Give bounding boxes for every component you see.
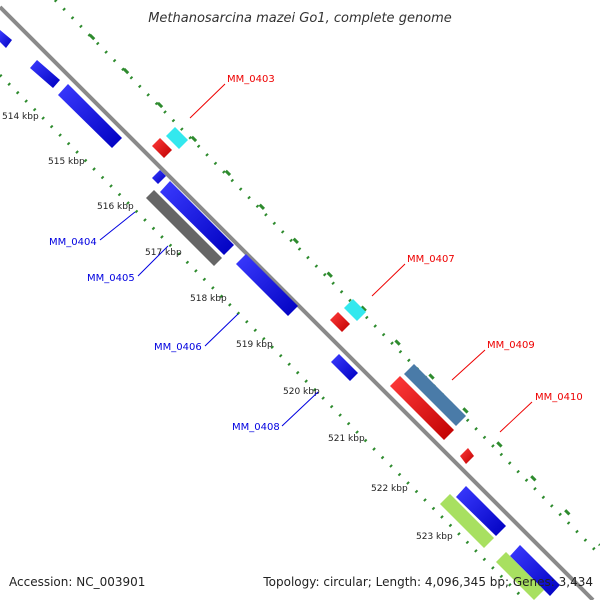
outer-track-dots [53,0,600,557]
tick-label: 516 kbp [97,202,134,212]
callout-line-0410 [499,401,533,433]
gene-green-a[interactable] [440,494,494,548]
inner-track-dots [0,73,527,600]
gene-steelblue-0409[interactable] [404,364,466,426]
gene-cyan-0403[interactable] [166,127,188,149]
gene-red-0409b[interactable] [390,376,454,440]
callout-lines [99,83,533,433]
tick-label: 522 kbp [371,484,408,494]
genome-backbone [0,5,595,600]
callout-line-0404 [99,211,136,241]
tick-label: 523 kbp [416,532,453,542]
topology-text: Topology: circular; Length: 4,096,345 bp… [262,575,593,589]
gene-cyan-0407[interactable] [344,299,366,321]
tick-label: 521 kbp [328,434,365,444]
gene-label-mm0405[interactable]: MM_0405 [87,273,135,284]
gene-reverse-0402a[interactable] [30,60,60,88]
gene-red-0403b[interactable] [152,138,172,158]
gene-group-reverse [0,30,560,596]
tick-label: 514 kbp [2,112,39,122]
tick-label: 517 kbp [145,248,182,258]
tick-label: 519 kbp [236,340,273,350]
gene-reverse-0408[interactable] [331,354,358,381]
callout-line-0403 [189,83,226,119]
gene-label-mm0404[interactable]: MM_0404 [49,237,97,248]
gene-label-mm0403[interactable]: MM_0403 [227,74,275,85]
gene-label-mm0408[interactable]: MM_0408 [232,422,280,433]
tick-label: 520 kbp [283,387,320,397]
gene-reverse-0404b[interactable] [160,181,234,255]
gene-reverse-0401[interactable] [0,30,12,48]
callout-line-0409 [451,349,486,381]
gene-reverse-0412[interactable] [510,545,560,596]
callout-line-0405 [137,245,169,277]
gene-label-mm0407[interactable]: MM_0407 [407,254,455,265]
gene-green-b[interactable] [496,552,544,600]
gene-reverse-0404[interactable] [152,170,166,184]
callout-line-0407 [371,263,406,297]
callout-line-0408 [281,391,319,427]
gene-gray-0405[interactable] [146,190,222,266]
gene-label-mm0409[interactable]: MM_0409 [487,340,535,351]
callout-line-0406 [204,313,239,347]
gene-label-mm0406[interactable]: MM_0406 [154,342,202,353]
accession-text: Accession: NC_003901 [9,575,145,589]
gene-label-mm0410[interactable]: MM_0410 [535,392,583,403]
tick-labels: 514 kbp 515 kbp 516 kbp 517 kbp 518 kbp … [2,112,453,542]
gene-reverse-0406[interactable] [236,254,298,316]
gene-red-0410[interactable] [460,448,474,464]
gene-reverse-0411[interactable] [456,486,506,536]
tick-label: 518 kbp [190,294,227,304]
gene-labels: MM_0403 MM_0407 MM_0409 MM_0410 MM_0404 … [49,74,583,433]
gene-red-0407b[interactable] [330,312,350,332]
tick-label: 515 kbp [48,157,85,167]
gene-reverse-0402b[interactable] [58,84,122,148]
map-title: Methanosarcina mazei Go1, complete genom… [148,11,452,26]
